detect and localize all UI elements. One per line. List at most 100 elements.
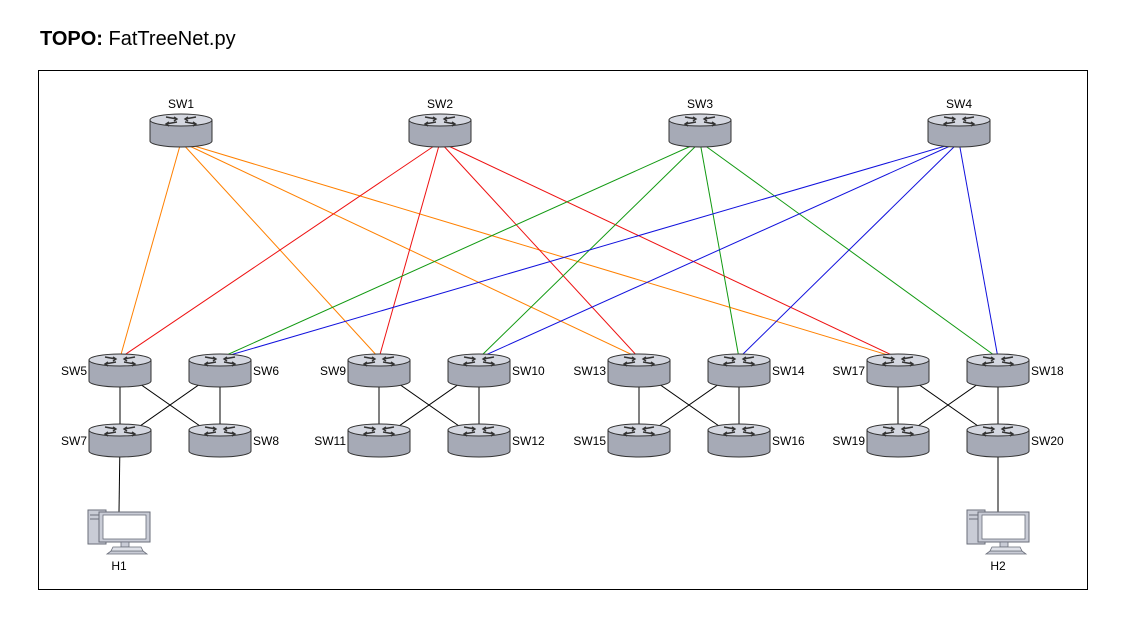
router-arrows-icon <box>622 426 656 437</box>
link-sw4-sw18 <box>958 141 999 359</box>
router-label-sw4: SW4 <box>946 97 972 111</box>
router-body <box>866 359 930 388</box>
router-sw18[interactable]: SW18 <box>966 353 1064 388</box>
router-sw20[interactable]: SW20 <box>966 423 1064 458</box>
router-sw13[interactable]: SW13 <box>573 353 671 388</box>
router-top <box>347 423 411 437</box>
router-top <box>966 353 1030 367</box>
title-prefix: TOPO: <box>40 28 103 50</box>
host-h2[interactable]: H2 <box>966 509 1030 573</box>
link-sw4-sw10 <box>478 141 960 359</box>
router-label-sw5: SW5 <box>61 364 87 378</box>
router-label-sw18: SW18 <box>1031 364 1064 378</box>
router-sw1[interactable]: SW1 <box>149 97 213 148</box>
router-sw7[interactable]: SW7 <box>61 423 152 458</box>
router-top <box>408 113 472 127</box>
router-top <box>607 353 671 367</box>
link-sw2-sw9 <box>378 141 441 359</box>
router-body <box>607 359 671 388</box>
router-top <box>866 423 930 437</box>
router-label-sw8: SW8 <box>253 434 279 448</box>
router-sw15[interactable]: SW15 <box>573 423 671 458</box>
router-arrows-icon <box>423 116 457 127</box>
router-sw10[interactable]: SW10 <box>447 353 545 388</box>
router-top <box>966 423 1030 437</box>
router-body <box>347 429 411 458</box>
router-label-sw13: SW13 <box>573 364 606 378</box>
router-body <box>408 119 472 148</box>
router-label-sw6: SW6 <box>253 364 279 378</box>
router-body <box>607 429 671 458</box>
router-arrows-icon <box>203 426 237 437</box>
router-arrows-icon <box>622 356 656 367</box>
router-sw16[interactable]: SW16 <box>707 423 805 458</box>
router-arrows-icon <box>462 426 496 437</box>
router-top <box>188 423 252 437</box>
router-body <box>966 359 1030 388</box>
router-top <box>927 113 991 127</box>
router-sw3[interactable]: SW3 <box>668 97 732 148</box>
router-top <box>866 353 930 367</box>
router-body <box>447 359 511 388</box>
router-top <box>88 353 152 367</box>
router-arrows-icon <box>722 426 756 437</box>
router-top <box>447 353 511 367</box>
router-label-sw15: SW15 <box>573 434 606 448</box>
router-sw8[interactable]: SW8 <box>188 423 279 458</box>
router-sw2[interactable]: SW2 <box>408 97 472 148</box>
router-arrows-icon <box>881 426 915 437</box>
router-arrows-icon <box>881 356 915 367</box>
router-arrows-icon <box>362 356 396 367</box>
router-label-sw20: SW20 <box>1031 434 1064 448</box>
router-label-sw12: SW12 <box>512 434 545 448</box>
router-sw14[interactable]: SW14 <box>707 353 805 388</box>
router-arrows-icon <box>462 356 496 367</box>
host-label-h1: H1 <box>111 559 127 573</box>
router-sw6[interactable]: SW6 <box>188 353 279 388</box>
router-arrows-icon <box>203 356 237 367</box>
diagram-title: TOPO: FatTreeNet.py <box>40 28 236 51</box>
router-body <box>188 429 252 458</box>
router-label-sw11: SW11 <box>314 434 346 448</box>
router-sw17[interactable]: SW17 <box>832 353 930 388</box>
router-top <box>707 423 771 437</box>
router-sw11[interactable]: SW11 <box>314 423 411 458</box>
router-top <box>149 113 213 127</box>
router-body <box>966 429 1030 458</box>
links-layer <box>118 141 999 513</box>
router-body <box>707 429 771 458</box>
link-sw4-sw14 <box>738 141 960 359</box>
router-label-sw16: SW16 <box>772 434 805 448</box>
router-label-sw1: SW1 <box>168 97 194 111</box>
computer-icon <box>87 509 151 555</box>
link-sw3-sw6 <box>219 141 701 359</box>
router-label-sw17: SW17 <box>832 364 865 378</box>
router-arrows-icon <box>981 356 1015 367</box>
router-body <box>188 359 252 388</box>
router-sw9[interactable]: SW9 <box>320 353 411 388</box>
router-arrows-icon <box>683 116 717 127</box>
router-body <box>88 429 152 458</box>
router-arrows-icon <box>981 426 1015 437</box>
router-body <box>447 429 511 458</box>
router-arrows-icon <box>942 116 976 127</box>
host-label-h2: H2 <box>990 559 1006 573</box>
router-sw12[interactable]: SW12 <box>447 423 545 458</box>
router-body <box>866 429 930 458</box>
router-body <box>707 359 771 388</box>
router-top <box>707 353 771 367</box>
router-arrows-icon <box>362 426 396 437</box>
title-filename: FatTreeNet.py <box>108 28 236 50</box>
router-sw5[interactable]: SW5 <box>61 353 152 388</box>
router-top <box>188 353 252 367</box>
router-label-sw9: SW9 <box>320 364 346 378</box>
host-h1[interactable]: H1 <box>87 509 151 573</box>
router-sw4[interactable]: SW4 <box>927 97 991 148</box>
router-sw19[interactable]: SW19 <box>832 423 930 458</box>
router-arrows-icon <box>103 426 137 437</box>
router-label-sw19: SW19 <box>832 434 865 448</box>
router-body <box>927 119 991 148</box>
router-body <box>88 359 152 388</box>
